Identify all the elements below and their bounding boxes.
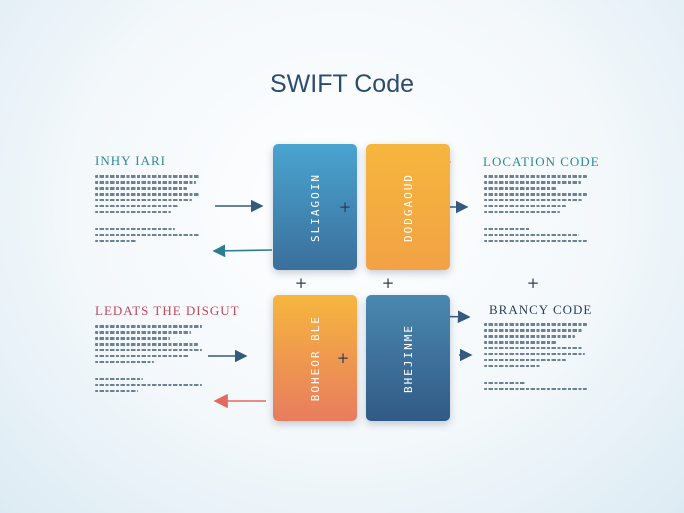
block-top-left: SLIAGOIN	[273, 144, 357, 270]
section-heading-bottom-left: LEDATS THE DISGUT	[95, 303, 240, 318]
block-bottom-right: BHEJINME	[366, 295, 450, 421]
section-heading-top-left: INHY IARI	[95, 153, 166, 168]
text-block-bottom-left	[95, 322, 202, 396]
block-top-right: DODGAOUD	[366, 144, 450, 270]
block-bottom-left-label: BOHEOR BLE	[308, 314, 322, 402]
text-block-branch-code	[484, 320, 587, 394]
plus-operator-right-below: +	[381, 274, 395, 292]
block-top-right-label: DODGAOUD	[401, 172, 415, 242]
diagram-title: SWIFT Code	[269, 70, 415, 98]
plus-operator-far-right: +	[526, 274, 540, 292]
block-bottom-left: BOHEOR BLE	[273, 295, 357, 421]
section-heading-branch-code: BRANCY CODE	[489, 302, 593, 317]
plus-operator-bottom: +	[336, 349, 350, 367]
text-block-top-left	[95, 172, 200, 246]
text-block-location-code	[484, 172, 587, 246]
arrow-block-to-top-left	[212, 244, 273, 258]
plus-operator-top: +	[338, 198, 352, 216]
plus-operator-left-below: +	[294, 274, 308, 292]
block-top-left-label: SLIAGOIN	[308, 172, 322, 242]
section-heading-location-code: LOCATION CODE	[483, 154, 600, 169]
block-bottom-right-label: BHEJINME	[401, 323, 415, 393]
